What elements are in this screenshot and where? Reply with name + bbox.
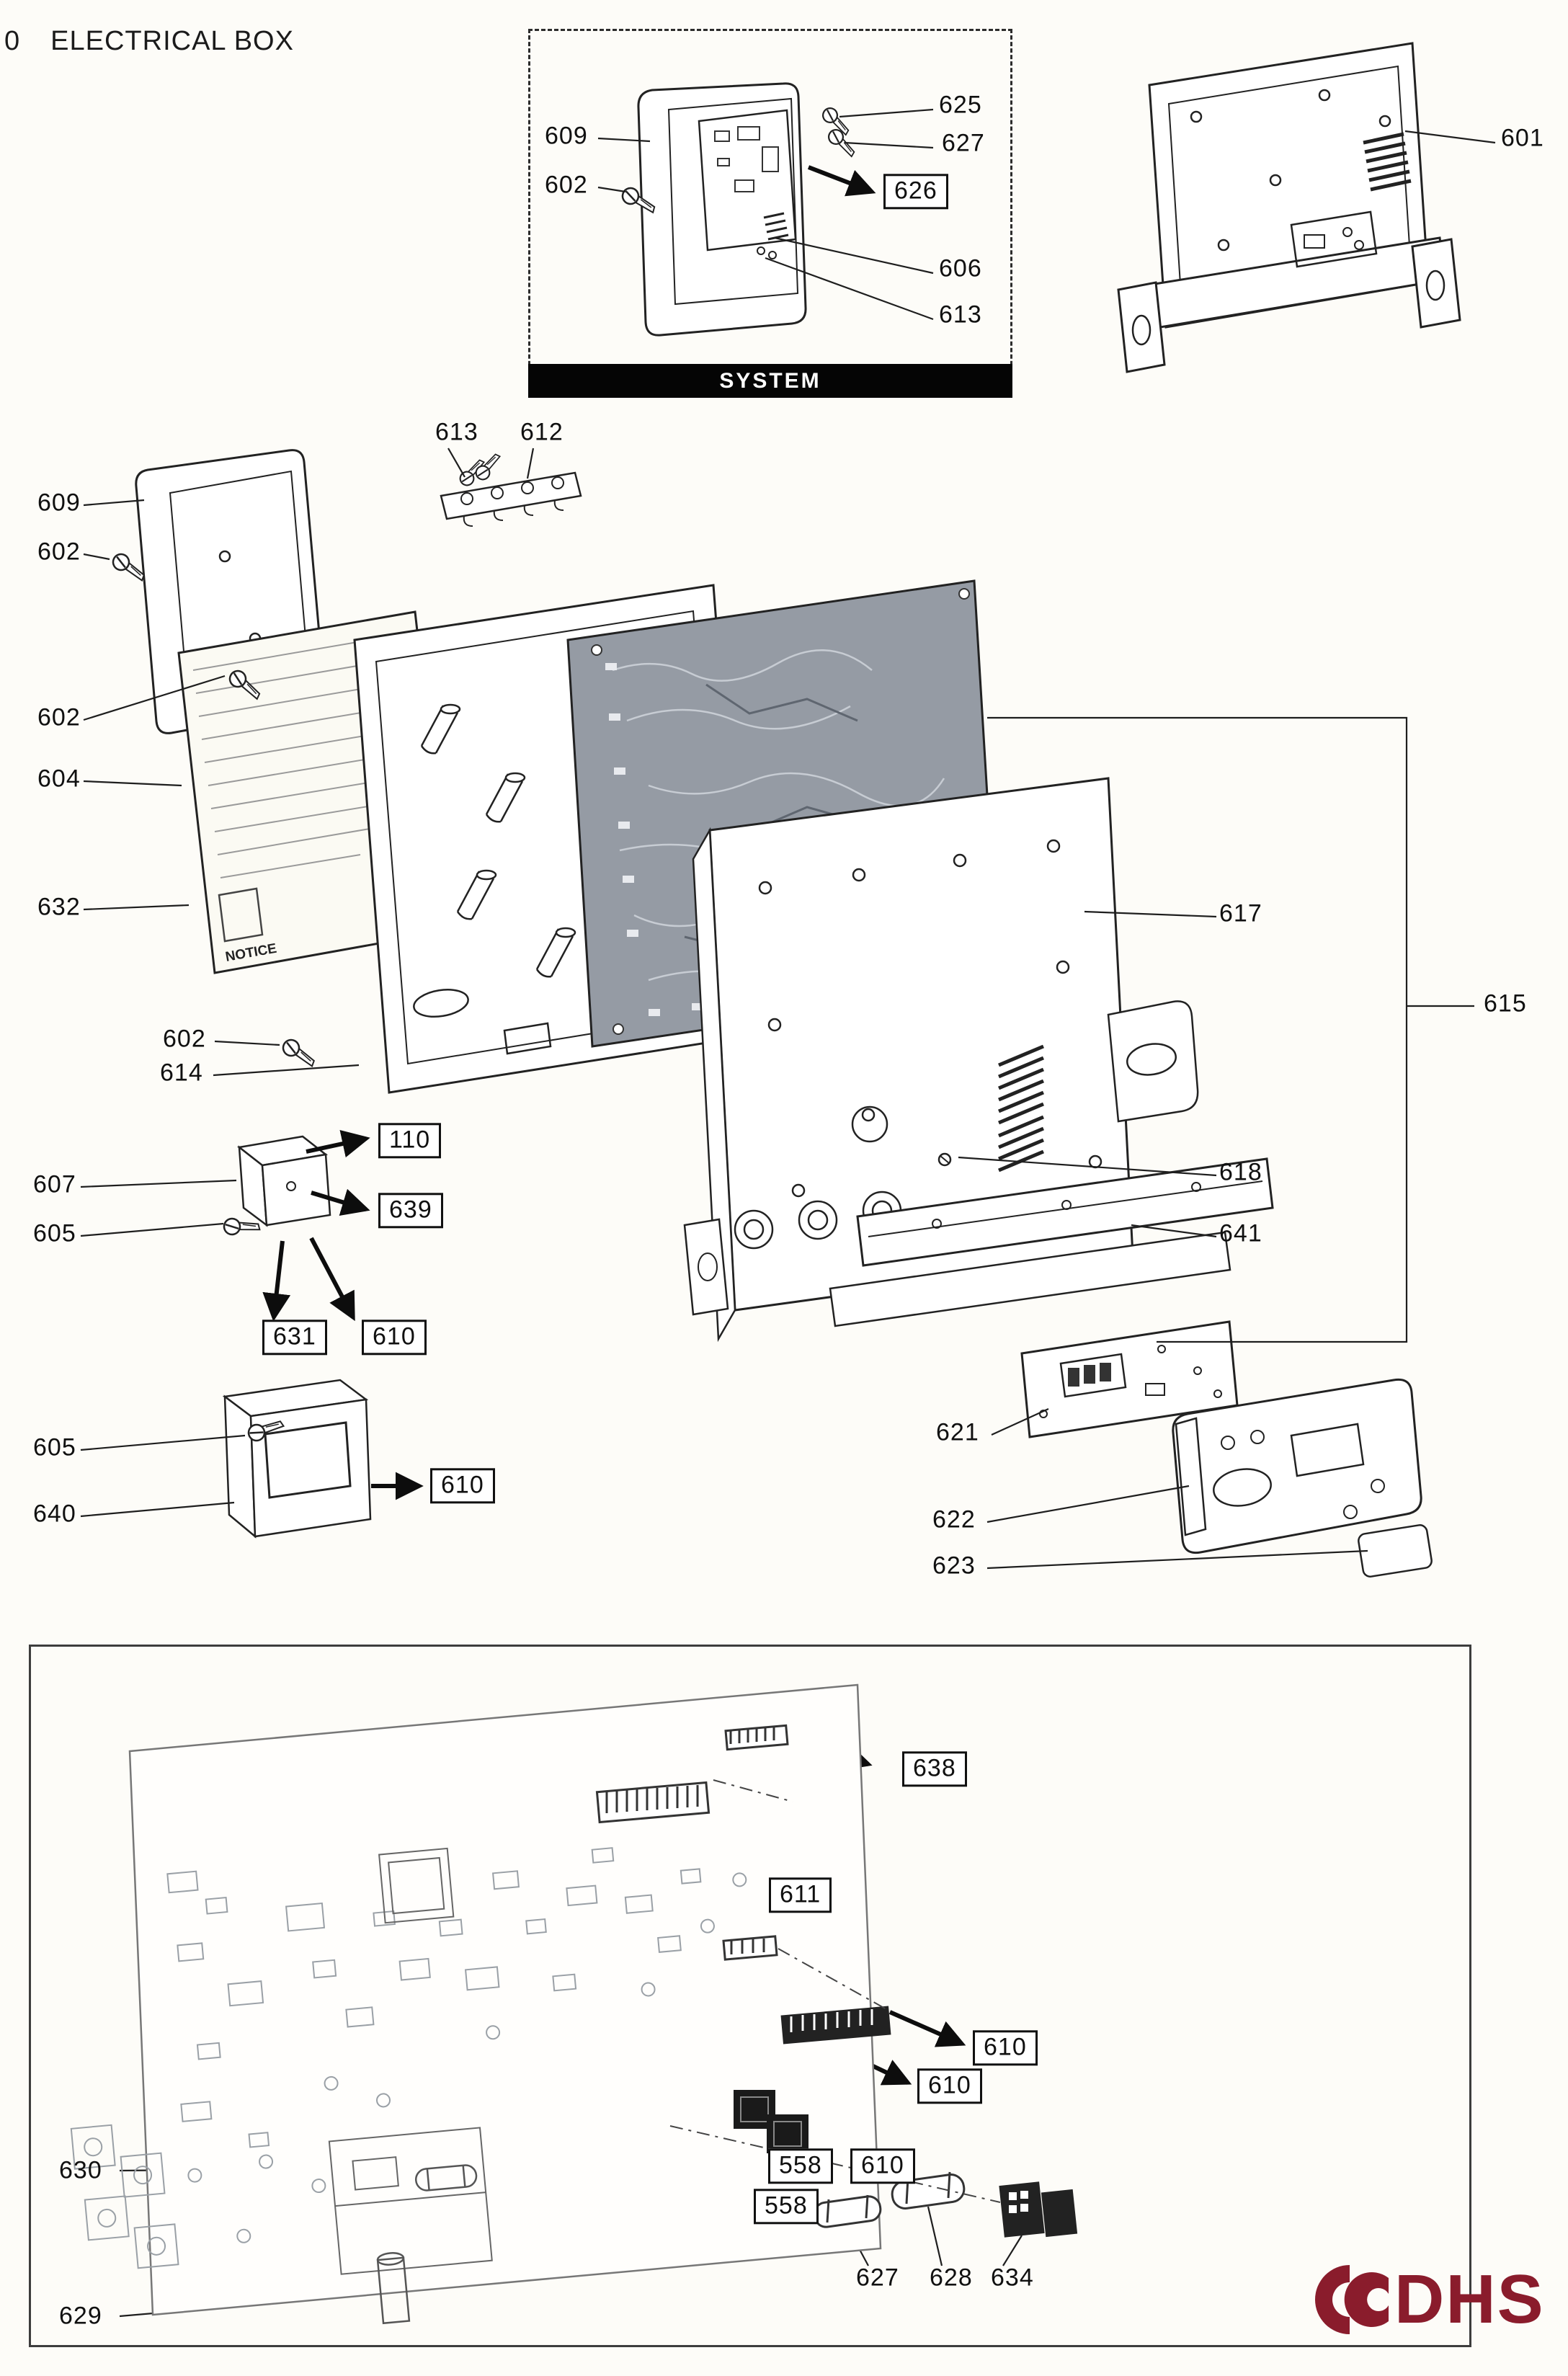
connector-610-strip [780, 2006, 891, 2044]
connector-611-source [595, 1781, 710, 1824]
part-601-assembly [1117, 42, 1461, 373]
system-caption-bar: SYSTEM [528, 364, 1012, 398]
relay-558 [734, 2090, 808, 2153]
fuse-627 [813, 2194, 882, 2228]
construction-lines [669, 1779, 1001, 2203]
part-640-transformer [222, 1379, 372, 1539]
part-641-rail [829, 1157, 1274, 1327]
fuse-630 [414, 2164, 478, 2192]
part-621-display-board [1020, 1320, 1239, 1438]
leader-lines [80, 108, 1496, 2318]
power-pcb [70, 1683, 1078, 2325]
connector-638-source [724, 1724, 789, 1751]
part-617-backplate [683, 777, 1199, 1343]
connector-610-source [722, 1935, 778, 1961]
capacitor-629 [376, 2252, 411, 2325]
dhs-logo-text: DHS [1394, 2261, 1545, 2338]
inset-assembly [619, 82, 876, 337]
dhs-logo-mark [1315, 2265, 1389, 2334]
dhs-logo: DHS [1293, 2259, 1545, 2340]
part-607-relay [237, 1135, 331, 1227]
pcb-components [70, 1847, 747, 2325]
part-623-card [1358, 1524, 1433, 1578]
part-613-screws [457, 449, 501, 489]
page-header: 0 ELECTRICAL BOX [4, 26, 294, 57]
system-caption: SYSTEM [719, 368, 821, 393]
pin-header-618 [998, 1044, 1044, 1173]
part-612-strip [440, 471, 582, 527]
connector-634 [999, 2181, 1078, 2238]
part-622-control-panel [1172, 1378, 1422, 1554]
fuse-628 [891, 2171, 966, 2210]
page-number: 0 [4, 26, 21, 56]
screw-602-icon [279, 1036, 319, 1067]
inset-arrow [807, 165, 876, 197]
page-title: ELECTRICAL BOX [50, 26, 294, 56]
inset-connector-606 [763, 212, 789, 241]
